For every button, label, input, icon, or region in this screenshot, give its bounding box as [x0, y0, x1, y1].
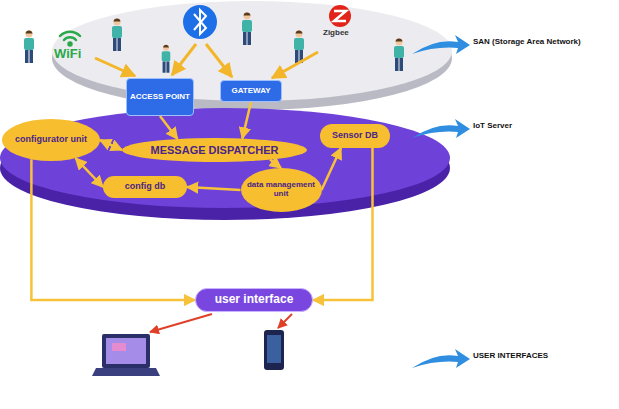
zigbee-logo-text: Zigbee — [323, 29, 349, 38]
node-text: data management unit — [241, 181, 322, 199]
node-text: user interface — [215, 293, 294, 306]
layer-label: IoT Server — [473, 122, 512, 131]
signal-arrows — [95, 44, 318, 78]
node-text: MESSAGE DISPATCHER — [151, 144, 279, 156]
node-label: data management unit — [241, 181, 322, 199]
node-label: user interface — [215, 293, 294, 306]
connector-arrow — [100, 140, 122, 150]
node-label: MESSAGE DISPATCHER — [151, 144, 279, 156]
node-label: config db — [125, 182, 166, 192]
connector-arrow — [242, 102, 251, 139]
san-disc — [52, 1, 452, 101]
node-text: ACCESS POINT — [130, 93, 190, 102]
connector-arrow — [187, 187, 241, 190]
node-text: configurator unit — [15, 135, 87, 145]
node-text: Sensor DB — [332, 131, 378, 141]
connector-arrow — [160, 116, 178, 139]
sensor-db-box: Sensor DB — [320, 124, 390, 148]
access-point-box: ACCESS POINT — [126, 78, 194, 116]
connector-arrow — [270, 160, 281, 168]
laptop-icon — [92, 334, 160, 376]
node-label: Sensor DB — [332, 131, 378, 141]
node-label: GATEWAY — [231, 87, 270, 96]
data-management-ellipse: data management unit — [241, 168, 322, 212]
wifi-logo-text: WiFi — [54, 47, 81, 61]
zigbee-icon — [329, 5, 351, 27]
connector-arrow — [31, 159, 195, 300]
server-disc — [0, 108, 450, 208]
layer-arrows — [412, 35, 470, 368]
configurator-ellipse: configurator unit — [2, 119, 100, 161]
device-arrows — [150, 314, 292, 332]
layer-label: USER INTERFACES — [473, 352, 548, 361]
node-label: ACCESS POINT — [130, 93, 190, 102]
gateway-box: GATEWAY — [220, 80, 282, 102]
layer-label: SAN (Storage Area Network) — [473, 38, 581, 47]
node-label: configurator unit — [15, 135, 87, 145]
connector-arrow — [76, 158, 104, 187]
phone-icon — [264, 330, 284, 370]
dispatcher-ellipse: MESSAGE DISPATCHER — [122, 138, 307, 162]
node-text: config db — [125, 182, 166, 192]
node-text: GATEWAY — [231, 87, 270, 96]
config-db-box: config db — [103, 176, 187, 198]
connector-arrow — [313, 148, 373, 300]
wifi-icon — [60, 32, 80, 46]
bluetooth-icon — [183, 5, 217, 39]
connector-arrow — [322, 148, 342, 190]
user-interface-pill: user interface — [195, 288, 313, 312]
